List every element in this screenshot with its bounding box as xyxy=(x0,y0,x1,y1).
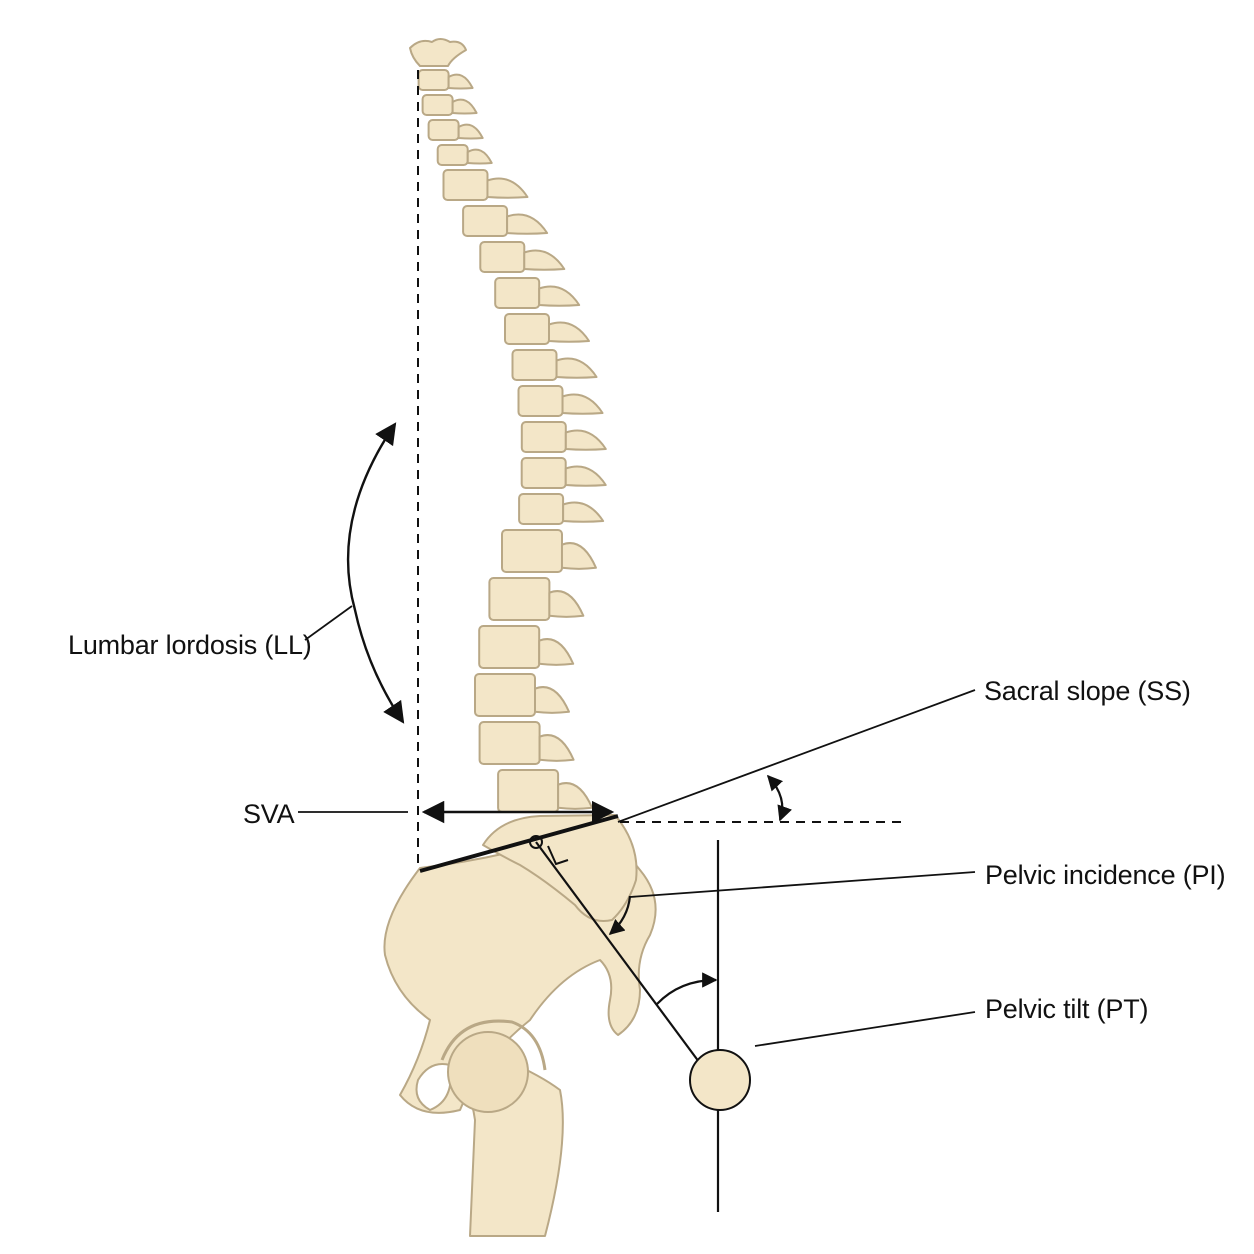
vertebral-body xyxy=(497,769,560,813)
hip-axis-circle xyxy=(689,1049,751,1111)
pi-leader xyxy=(629,871,976,898)
label-lumbar-lordosis: Lumbar lordosis (LL) xyxy=(68,630,312,660)
vertebral-body xyxy=(417,69,450,91)
spinous-process xyxy=(560,542,597,570)
pt-angle-arrow xyxy=(656,972,718,1005)
acetabulum-rim xyxy=(440,1019,547,1071)
spinous-process xyxy=(447,73,474,90)
spinous-process xyxy=(534,686,570,714)
vertebral-body xyxy=(488,577,551,621)
vertebral-body xyxy=(474,673,536,717)
spinous-process xyxy=(538,285,581,307)
sacral-slope-leader xyxy=(617,689,976,823)
vertebral-body xyxy=(517,385,564,417)
spinous-process xyxy=(538,638,575,666)
spinous-process xyxy=(562,501,605,523)
bone-illustration xyxy=(383,38,657,1237)
pi-angle-arrow xyxy=(608,895,632,936)
right-angle-marker xyxy=(547,845,569,866)
vertebral-body xyxy=(427,119,460,141)
vertebral-column xyxy=(417,69,607,813)
vertebral-body xyxy=(518,493,565,525)
label-sva: SVA xyxy=(243,799,295,829)
label-pelvic-incidence: Pelvic incidence (PI) xyxy=(985,860,1226,890)
vertebral-body xyxy=(478,625,541,669)
obturator-foramen xyxy=(415,1063,452,1111)
spinous-process xyxy=(557,782,594,810)
femoral-head xyxy=(447,1031,529,1113)
atlas xyxy=(409,38,467,67)
label-pelvic-tilt: Pelvic tilt (PT) xyxy=(985,994,1149,1024)
spinous-process xyxy=(523,249,566,271)
sacral-endplate-line xyxy=(419,814,619,873)
spinous-process xyxy=(548,590,585,618)
ll-angle-arrow xyxy=(346,422,405,724)
endplate-midpoint-marker xyxy=(529,835,543,849)
spinous-process xyxy=(561,393,604,415)
vertebral-body xyxy=(436,144,469,166)
measurement-lines xyxy=(298,70,976,1212)
spinous-process xyxy=(564,465,607,487)
ss-angle-arrow xyxy=(766,774,792,822)
spinous-process xyxy=(548,321,590,343)
vertebral-body xyxy=(462,205,509,237)
vertebral-body xyxy=(442,169,489,201)
pt-leader xyxy=(754,1011,976,1047)
spinous-process xyxy=(538,734,575,762)
vertebral-body xyxy=(501,529,563,573)
vertebral-body xyxy=(478,721,541,765)
pi-line xyxy=(535,841,703,1067)
spinous-process xyxy=(564,429,607,451)
vertebral-body xyxy=(494,277,541,309)
spinous-process xyxy=(486,177,529,199)
spinous-process xyxy=(457,123,484,140)
spinous-process xyxy=(555,357,598,379)
ll-leader xyxy=(304,605,353,641)
spinous-process xyxy=(466,148,493,165)
vertebral-body xyxy=(479,241,526,273)
vertebral-body xyxy=(504,313,550,345)
vertebral-body xyxy=(520,421,567,453)
vertebral-body xyxy=(520,457,567,489)
vertebral-body xyxy=(421,94,454,116)
label-sacral-slope: Sacral slope (SS) xyxy=(984,676,1191,706)
spinous-process xyxy=(506,213,549,235)
vertebral-body xyxy=(511,349,558,381)
spinous-process xyxy=(451,98,478,115)
